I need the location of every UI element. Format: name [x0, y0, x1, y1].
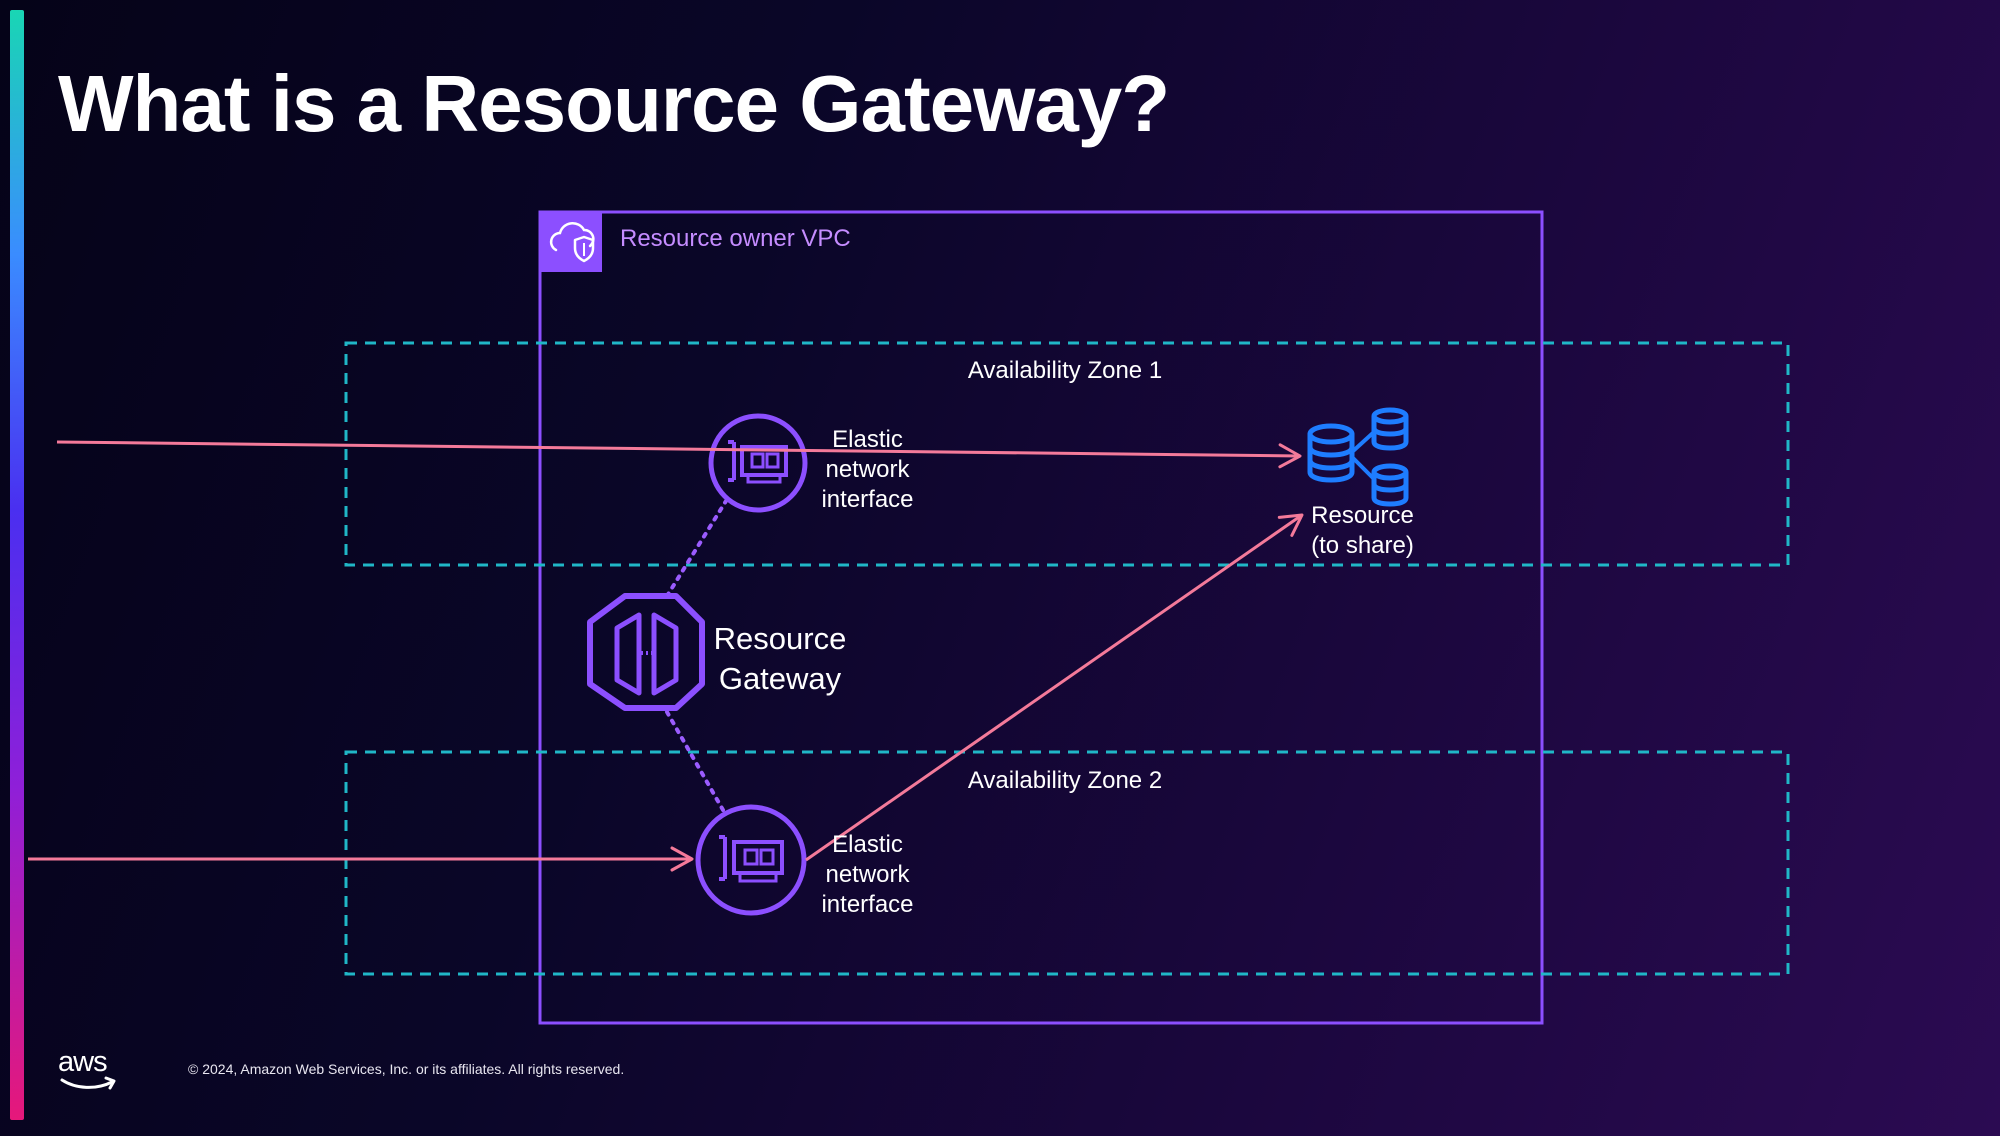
eni-1-label-line: Elastic — [832, 426, 903, 453]
resource-gateway-label: Resource Gateway — [690, 619, 870, 699]
eni-1-label-line: network — [825, 456, 910, 483]
eni-2-label-line: Elastic — [832, 831, 903, 858]
accent-bar — [10, 10, 24, 1120]
slide-title: What is a Resource Gateway? — [58, 59, 1170, 148]
resource-gateway-icon — [587, 593, 705, 711]
vpc-boundary — [538, 210, 1544, 1025]
gateway-eni-2-link — [665, 710, 725, 812]
resource-gateway-label-line: Gateway — [718, 661, 842, 696]
eni-2-icon — [695, 804, 807, 916]
vpc-cloud-shield-icon — [540, 212, 602, 272]
eni-1-icon — [708, 413, 808, 513]
traffic-arrow-eni-2-to-resource — [805, 513, 1304, 862]
eni-1-label-line: interface — [821, 486, 914, 513]
availability-zone-1 — [344, 341, 1790, 567]
availability-zone-1-label: Availability Zone 1 — [967, 357, 1163, 384]
eni-1-label: Elastic network interface — [790, 425, 945, 515]
eni-2-label-line: interface — [821, 891, 914, 918]
traffic-arrow-zone-1 — [56, 440, 1302, 469]
resource-gateway-label-line: Resource — [713, 621, 847, 656]
gateway-eni-1-link — [665, 499, 728, 598]
availability-zone-2 — [344, 750, 1790, 976]
aws-smile-icon — [60, 1076, 116, 1090]
eni-2-label: Elastic network interface — [790, 830, 945, 920]
availability-zone-2-label: Availability Zone 2 — [967, 767, 1163, 794]
copyright-notice: © 2024, Amazon Web Services, Inc. or its… — [188, 1061, 625, 1077]
vpc-label: Resource owner VPC — [620, 225, 851, 252]
aws-logo: aws — [58, 1046, 108, 1078]
resource-label: Resource (to share) — [1270, 501, 1455, 561]
database-cluster-icon — [1307, 407, 1409, 507]
eni-2-label-line: network — [825, 861, 910, 888]
resource-label-line: (to share) — [1311, 532, 1414, 559]
resource-label-line: Resource — [1311, 502, 1414, 529]
